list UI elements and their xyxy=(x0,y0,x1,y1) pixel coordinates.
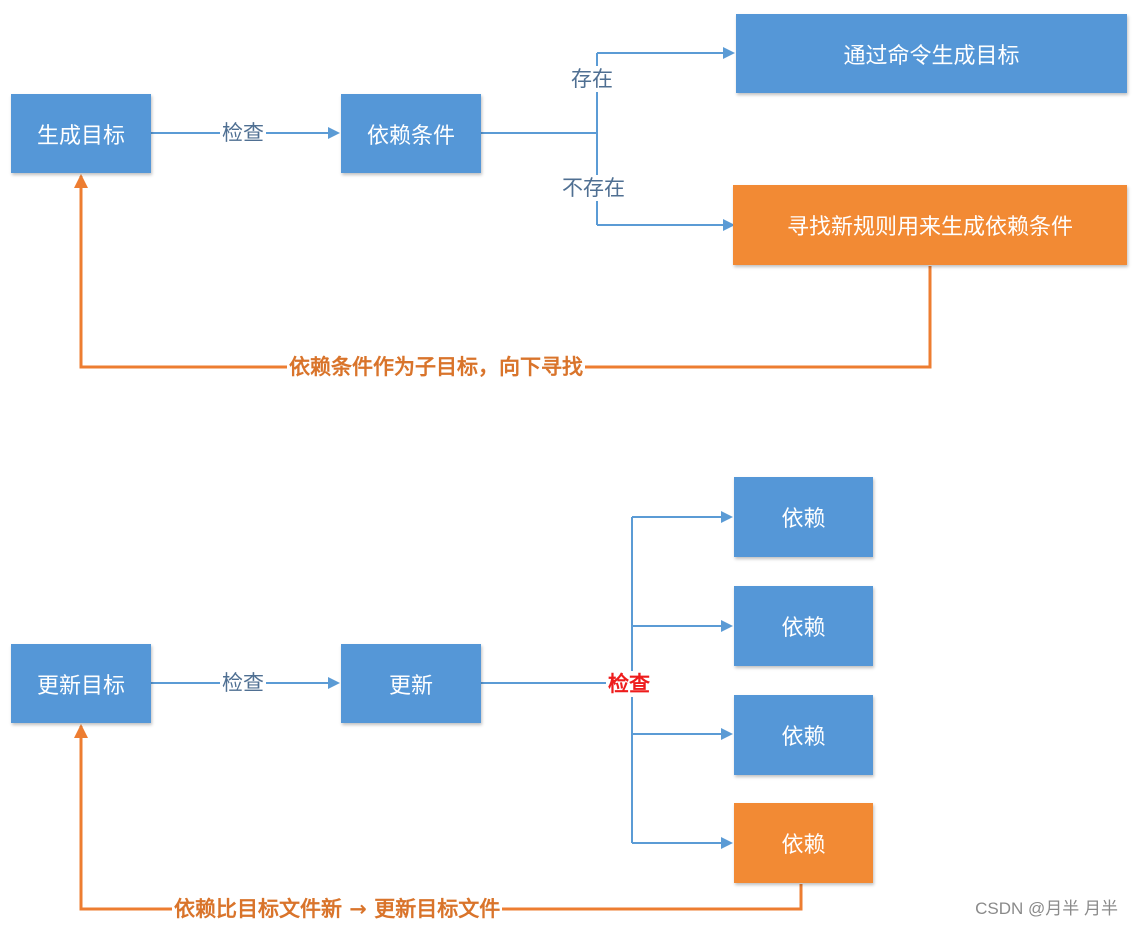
node-make-target: 生成目标 xyxy=(11,94,151,173)
node-dep-3: 依赖 xyxy=(734,695,873,775)
label-bottom-check-red: 检查 xyxy=(606,671,652,697)
label-top-check: 检查 xyxy=(220,120,266,146)
node-update: 更新 xyxy=(341,644,481,723)
node-find-rule: 寻找新规则用来生成依赖条件 xyxy=(733,185,1127,265)
node-update-target: 更新目标 xyxy=(11,644,151,723)
label-recurse: 依赖条件作为子目标，向下寻找 xyxy=(287,354,585,380)
watermark: CSDN @月半 月半 xyxy=(975,899,1118,918)
label-exists: 存在 xyxy=(569,66,615,92)
node-dep-2: 依赖 xyxy=(734,586,873,666)
node-dep-4: 依赖 xyxy=(734,803,873,883)
node-via-command: 通过命令生成目标 xyxy=(736,14,1127,93)
label-not-exists: 不存在 xyxy=(560,175,627,201)
label-newer: 依赖比目标文件新 → 更新目标文件 xyxy=(172,896,503,922)
label-bottom-check: 检查 xyxy=(220,670,266,696)
bottom-newer-line xyxy=(74,724,803,911)
node-dep-1: 依赖 xyxy=(734,477,873,557)
node-dependency: 依赖条件 xyxy=(341,94,481,173)
